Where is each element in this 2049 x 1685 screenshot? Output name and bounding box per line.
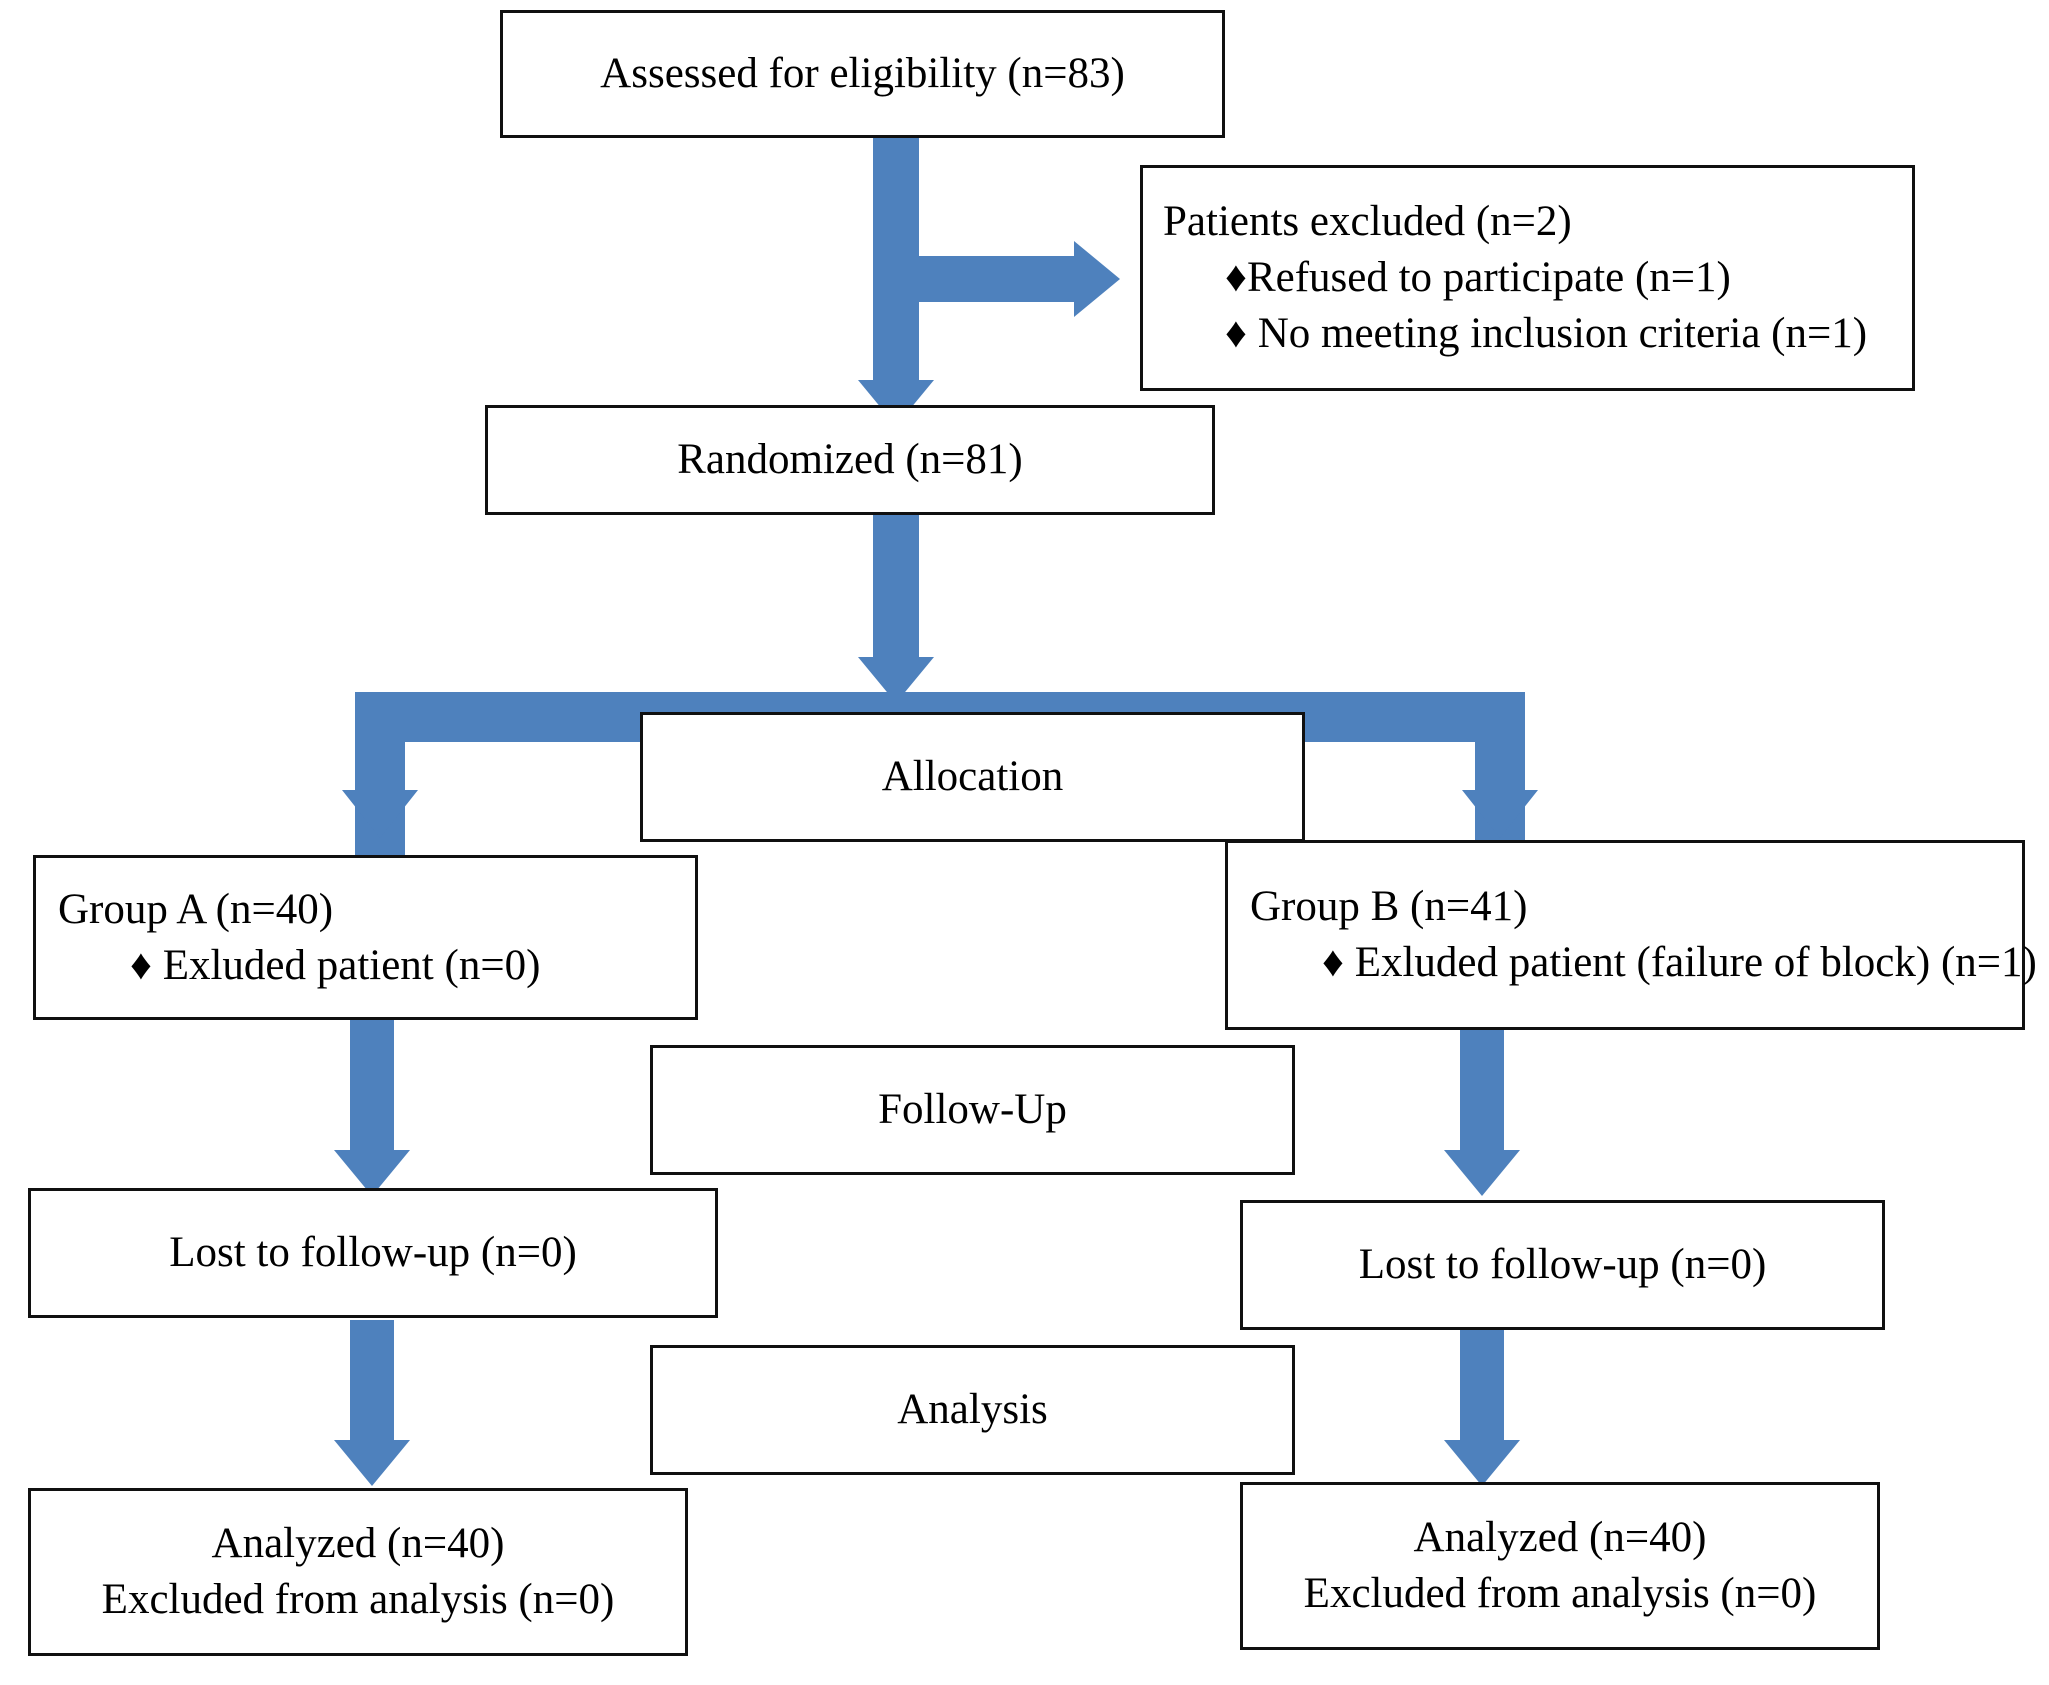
node-group-a: Group A (n=40) ♦ Exluded patient (n=0) xyxy=(33,855,698,1020)
group-b-item-excluded: ♦ Exluded patient (failure of block) (n=… xyxy=(1322,939,2037,986)
follow-up-label: Follow-Up xyxy=(878,1086,1067,1134)
arrow-group-a-to-lost-shaft xyxy=(350,1020,394,1155)
arrow-assessed-to-randomized-shaft xyxy=(873,135,919,380)
randomized-label: Randomized (n=81) xyxy=(677,436,1023,484)
arrow-lost-a-to-analyzed-head xyxy=(334,1440,410,1486)
excluded-item-refused: ♦Refused to participate (n=1) xyxy=(1225,254,1731,302)
arrow-randomized-to-allocation-shaft xyxy=(873,512,919,657)
group-b-heading: Group B (n=41) xyxy=(1250,883,1528,931)
excluded-heading: Patients excluded (n=2) xyxy=(1163,198,1572,246)
arrow-group-b-to-lost-shaft xyxy=(1460,1020,1504,1155)
node-lost-to-follow-up-b: Lost to follow-up (n=0) xyxy=(1240,1200,1885,1330)
allocation-splitter-left-shaft xyxy=(355,692,405,875)
arrow-to-excluded-shaft xyxy=(919,256,1074,302)
analyzed-a-line2: Excluded from analysis (n=0) xyxy=(101,1576,615,1623)
node-randomized: Randomized (n=81) xyxy=(485,405,1215,515)
group-a-heading: Group A (n=40) xyxy=(58,885,334,933)
arrow-lost-b-to-analyzed-head xyxy=(1444,1440,1520,1486)
arrow-group-b-to-lost-head xyxy=(1444,1150,1520,1196)
analyzed-a-line1: Analyzed (n=40) xyxy=(211,1520,505,1568)
node-patients-excluded: Patients excluded (n=2) ♦Refused to part… xyxy=(1140,165,1915,391)
node-lost-to-follow-up-a: Lost to follow-up (n=0) xyxy=(28,1188,718,1318)
allocation-splitter-left-head xyxy=(342,790,418,838)
group-a-item-excluded: ♦ Exluded patient (n=0) xyxy=(130,941,541,989)
lost-a-label: Lost to follow-up (n=0) xyxy=(169,1229,577,1277)
analyzed-b-line2: Excluded from analysis (n=0) xyxy=(1303,1570,1817,1617)
lost-b-label: Lost to follow-up (n=0) xyxy=(1358,1241,1767,1289)
stage-allocation: Allocation xyxy=(640,712,1305,842)
allocation-label: Allocation xyxy=(881,753,1064,801)
excluded-item-inclusion-criteria: ♦ No meeting inclusion criteria (n=1) xyxy=(1225,309,1868,357)
allocation-splitter-right-head xyxy=(1462,790,1538,838)
analyzed-b-line1: Analyzed (n=40) xyxy=(1413,1514,1707,1562)
node-analyzed-a: Analyzed (n=40) Excluded from analysis (… xyxy=(28,1488,688,1656)
arrow-lost-a-to-analyzed-shaft xyxy=(350,1320,394,1445)
stage-analysis: Analysis xyxy=(650,1345,1295,1475)
node-analyzed-b: Analyzed (n=40) Excluded from analysis (… xyxy=(1240,1482,1880,1650)
assessed-label: Assessed for eligibility (n=83) xyxy=(600,50,1125,98)
node-assessed-for-eligibility: Assessed for eligibility (n=83) xyxy=(500,10,1225,138)
arrow-lost-b-to-analyzed-shaft xyxy=(1460,1320,1504,1445)
node-group-b: Group B (n=41) ♦ Exluded patient (failur… xyxy=(1225,840,2037,1030)
arrow-to-excluded-head xyxy=(1074,241,1120,317)
stage-follow-up: Follow-Up xyxy=(650,1045,1295,1175)
analysis-label: Analysis xyxy=(897,1386,1048,1434)
